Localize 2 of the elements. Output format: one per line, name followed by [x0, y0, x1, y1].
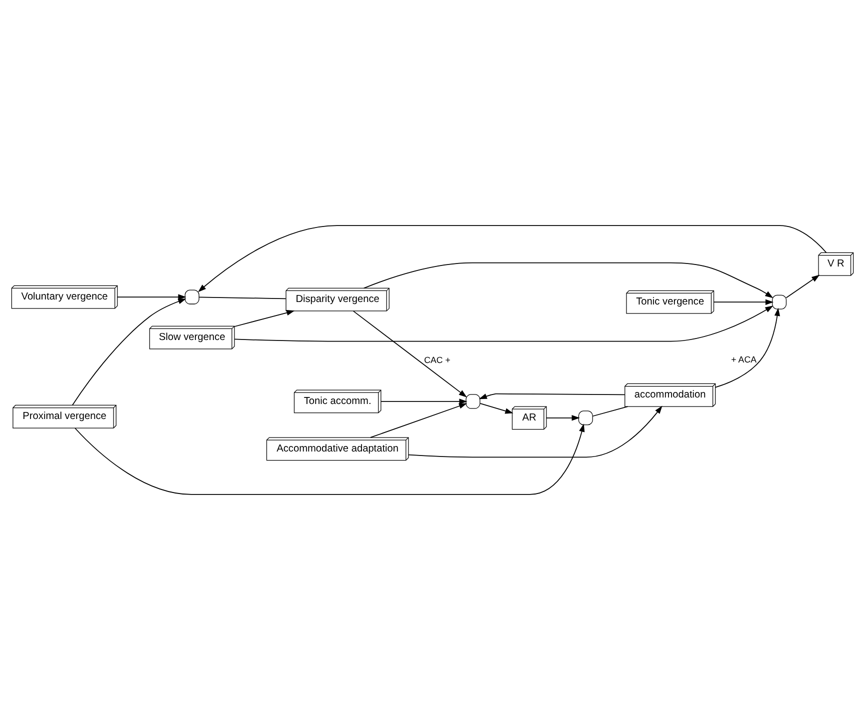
edge-label: + ACA [731, 354, 756, 364]
edge-label: CAC + [424, 354, 450, 365]
